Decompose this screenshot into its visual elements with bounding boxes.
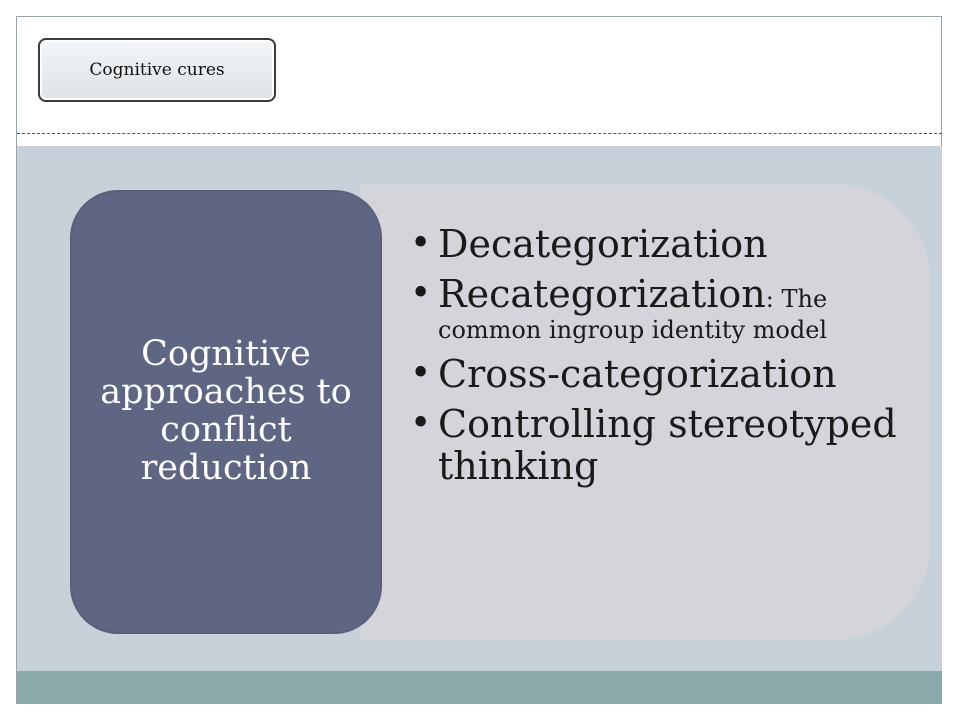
bullet-item: • Decategorization [410, 222, 910, 266]
bullet-list: • Decategorization • Recategorization: T… [410, 222, 910, 488]
bullet-item-detail: : The common ingroup identity model [438, 284, 828, 344]
slide-title-text: Cognitive cures [89, 60, 225, 80]
bullet-dot-icon: • [410, 272, 432, 314]
diagram-label-box: Cognitive approaches to conflict reducti… [72, 192, 380, 632]
bullet-dot-icon: • [410, 223, 432, 264]
bullet-item: • Cross-categorization [410, 351, 910, 396]
bullet-panel [360, 184, 930, 640]
header-divider [17, 133, 942, 134]
footer-bar [17, 671, 942, 704]
diagram-label-text: Cognitive approaches to conflict reducti… [100, 334, 352, 488]
bullet-item: • Controlling stereotyped thinking [410, 401, 910, 488]
bullet-item-main: Recategorization [438, 271, 766, 316]
bullet-dot-icon: • [410, 352, 432, 394]
bullet-item-main: Controlling stereotyped thinking [438, 401, 897, 488]
bullet-dot-icon: • [410, 402, 432, 444]
bullet-item-main: Decategorization [438, 222, 768, 266]
bullet-item: • Recategorization: The common ingroup i… [410, 271, 910, 344]
bullet-item-main: Cross-categorization [438, 351, 837, 396]
slide-title-tab: Cognitive cures [38, 38, 276, 102]
